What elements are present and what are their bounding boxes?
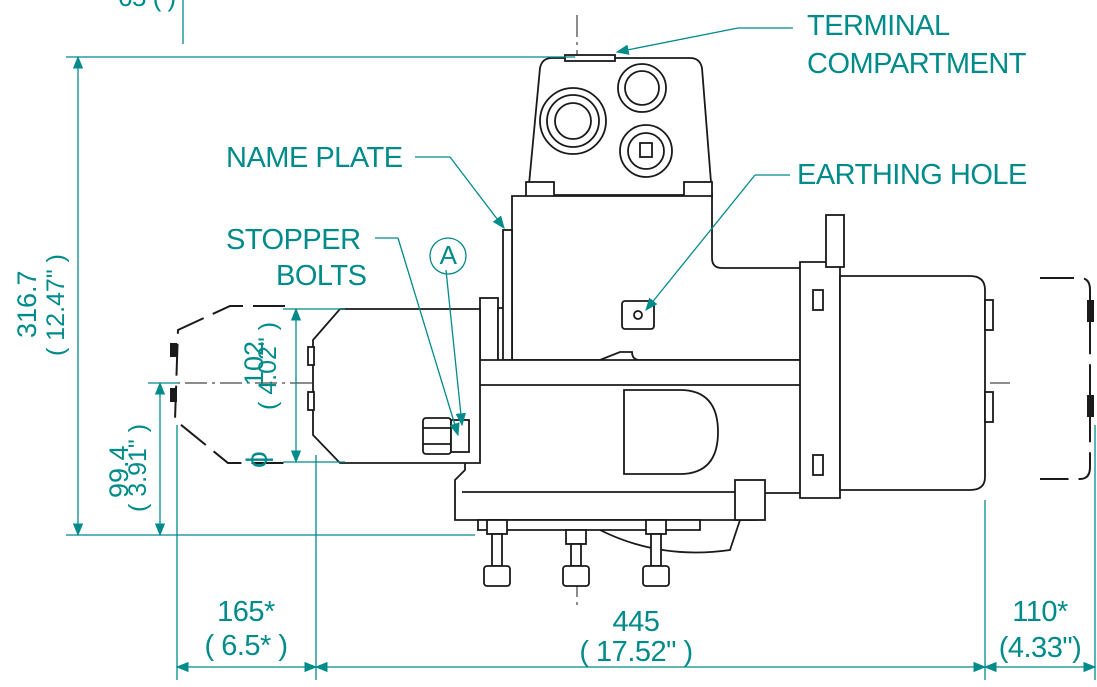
height-mm-label: 316.7 bbox=[12, 270, 42, 338]
dimension-lines bbox=[66, 0, 1097, 680]
terminal-compartment-foot-right bbox=[683, 181, 713, 198]
stopper-bolt-nut bbox=[422, 417, 452, 455]
mounting-studs bbox=[483, 519, 670, 587]
motor-body bbox=[839, 275, 986, 491]
motor-lifting-lug bbox=[825, 214, 845, 268]
height-in-label: ( 12.47" ) bbox=[42, 254, 70, 356]
detail-a-circle bbox=[429, 237, 467, 275]
left-dim-in-label: ( 6.5* ) bbox=[204, 630, 288, 662]
left-dim-mm-label: 165* bbox=[217, 596, 275, 628]
terminal-compartment-foot-left bbox=[525, 181, 555, 198]
offset-in-label: ( 3.91" ) bbox=[124, 423, 152, 512]
earthing-hole-label: EARTHING HOLE bbox=[797, 159, 1027, 191]
upper-housing bbox=[511, 195, 809, 361]
swing-envelope-left bbox=[173, 305, 285, 464]
dia-phi-symbol: ϕ bbox=[241, 451, 274, 468]
actuator-body bbox=[307, 54, 994, 587]
right-dim-in-label: (4.33") bbox=[998, 632, 1082, 664]
detail-a-label: A bbox=[439, 240, 457, 270]
stopper-bolts-label-line1: STOPPER bbox=[226, 224, 361, 256]
terminal-compartment-label-line1: TERMINAL bbox=[807, 10, 950, 42]
stopper-bolts-label-line2: BOLTS bbox=[276, 260, 367, 292]
dia-in-label: ( 4.02" ) bbox=[254, 321, 282, 410]
terminal-compartment-label-line2: COMPARTMENT bbox=[807, 48, 1026, 80]
main-dim-mm-label: 445 bbox=[612, 606, 660, 638]
swing-envelope-right bbox=[1040, 277, 1091, 480]
top-partial-dimension: 65 ( ) bbox=[118, 0, 176, 10]
main-dim-in-label: ( 17.52" ) bbox=[579, 636, 693, 668]
name-plate-label: NAME PLATE bbox=[226, 142, 403, 174]
right-dim-mm-label: 110* bbox=[1012, 596, 1068, 628]
